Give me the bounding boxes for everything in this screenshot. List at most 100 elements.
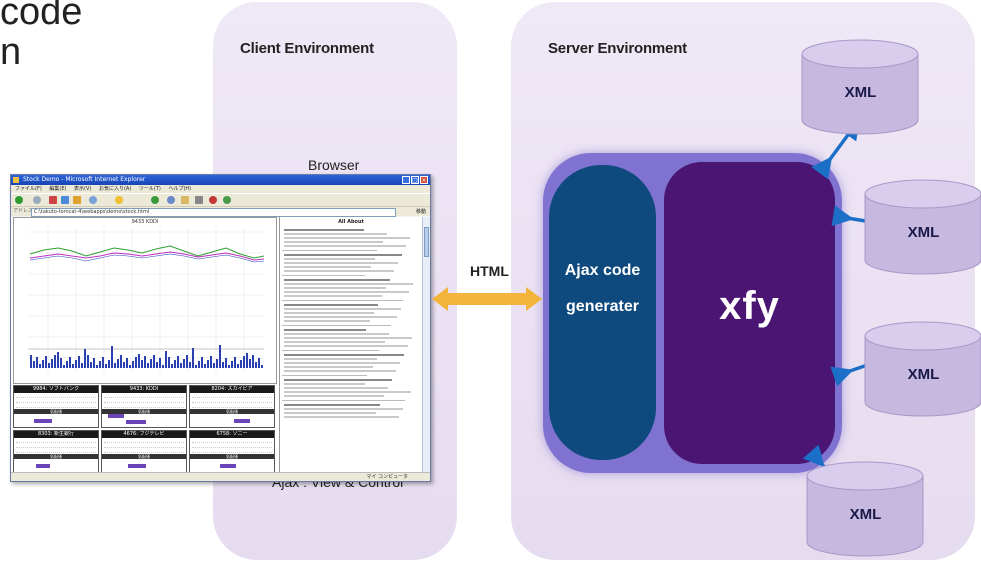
menu-favorites: お気に入り(A)	[98, 186, 132, 192]
edit-icon	[209, 196, 217, 204]
news-text-line	[284, 287, 386, 289]
volume-bar	[156, 362, 158, 368]
volume-bar	[42, 360, 44, 368]
scrollbar-thumb	[424, 227, 429, 257]
browser-statusbar: マイ コンピュータ	[11, 472, 430, 481]
volume-bar	[150, 359, 152, 368]
volume-bar	[141, 360, 143, 368]
tile-row	[104, 393, 184, 398]
news-text-line	[284, 262, 398, 264]
news-text-line	[284, 370, 396, 372]
address-bar: アドレス(D) C:\takuto-tomcat-4\webapps\demo\…	[11, 206, 430, 217]
volume-bar	[135, 357, 137, 368]
news-text-line	[284, 408, 403, 410]
news-text-line	[282, 375, 367, 376]
news-text-line	[282, 275, 365, 276]
stock-tile-8303: 8303: 新生銀行 気配値	[13, 430, 99, 473]
news-text-line	[284, 258, 375, 260]
stock-tile-title: 8303: 新生銀行	[14, 431, 98, 438]
volume-bar	[159, 358, 161, 368]
database-icon	[864, 321, 981, 417]
volume-bar	[222, 362, 224, 368]
volume-bar	[174, 360, 176, 368]
tile-highlight	[36, 464, 50, 468]
tile-row	[104, 398, 184, 403]
stock-tile-6758: 6758: ソニー 気配値	[189, 430, 275, 473]
volume-bar	[108, 360, 110, 368]
volume-bar	[168, 357, 170, 368]
volume-bar	[228, 365, 230, 368]
tile-row	[16, 403, 96, 408]
news-text-line	[284, 316, 397, 318]
tile-row	[192, 403, 272, 408]
news-text-line	[284, 416, 399, 418]
volume-bar	[39, 364, 41, 368]
news-text-line	[284, 337, 412, 339]
volume-bar	[66, 361, 68, 368]
menu-view: 表示(V)	[74, 186, 92, 192]
volume-bar	[144, 356, 146, 368]
news-text-line	[284, 308, 401, 310]
news-text-line	[284, 304, 378, 306]
xml-database-4: XML	[803, 460, 928, 558]
stock-tile-title: 9984: ソフトバンク	[14, 386, 98, 393]
volume-bar	[216, 359, 218, 368]
news-text-line	[282, 300, 403, 301]
tile-row	[104, 403, 184, 408]
ajax-code-label: Ajax code	[564, 262, 641, 279]
volume-bar	[198, 361, 200, 368]
volume-bars	[30, 345, 263, 368]
news-panel: All About	[279, 217, 422, 473]
volume-bar	[87, 355, 89, 368]
volume-bar	[261, 365, 263, 368]
menu-file: ファイル(F)	[15, 186, 42, 192]
news-text-line	[284, 283, 413, 285]
news-text-line	[284, 395, 384, 397]
volume-bar	[93, 358, 95, 368]
volume-bar	[96, 365, 98, 368]
corner-text: code n	[0, 0, 82, 72]
generater-label: generater	[566, 298, 639, 315]
volume-bar	[204, 364, 206, 368]
volume-bar	[57, 352, 59, 368]
volume-bar	[111, 346, 113, 368]
news-text-line	[284, 383, 365, 385]
volume-bar	[105, 364, 107, 368]
xml-label: XML	[849, 506, 882, 523]
tile-bid-label: 気配値	[102, 454, 186, 459]
corner-text-line-1: code	[0, 0, 83, 33]
news-text-line	[284, 391, 411, 393]
volume-bar	[183, 359, 185, 368]
address-field: C:\takuto-tomcat-4\webapps\demo\stock.ht…	[31, 208, 396, 217]
volume-bar	[45, 356, 47, 368]
volume-bar	[243, 356, 245, 368]
volume-bar	[213, 363, 215, 368]
database-icon	[801, 39, 919, 135]
tile-highlight	[220, 464, 236, 468]
tile-row	[192, 398, 272, 403]
news-text-line	[284, 333, 389, 335]
news-text-line	[284, 354, 404, 356]
volume-bar	[75, 360, 77, 368]
window-controls: _ □ ×	[402, 176, 428, 184]
volume-bar	[195, 365, 197, 368]
tile-row	[16, 438, 96, 443]
tile-bid-label: 気配値	[190, 409, 274, 414]
tile-highlight	[128, 464, 146, 468]
volume-bar	[30, 355, 32, 368]
volume-bar	[138, 354, 140, 368]
tile-row	[104, 443, 184, 448]
volume-bar	[246, 353, 248, 368]
news-text-line	[284, 237, 410, 239]
volume-bar	[129, 365, 131, 368]
html-arrow-label: HTML	[470, 263, 509, 279]
news-text-line	[284, 329, 366, 331]
volume-bar	[102, 357, 104, 368]
xfy-box	[664, 162, 835, 464]
tile-bid-label: 気配値	[102, 409, 186, 414]
xfy-label: xfy	[719, 284, 780, 328]
server-environment-title: Server Environment	[548, 40, 687, 57]
volume-bar	[81, 363, 83, 368]
news-text-line	[284, 233, 387, 235]
volume-bar	[60, 358, 62, 368]
